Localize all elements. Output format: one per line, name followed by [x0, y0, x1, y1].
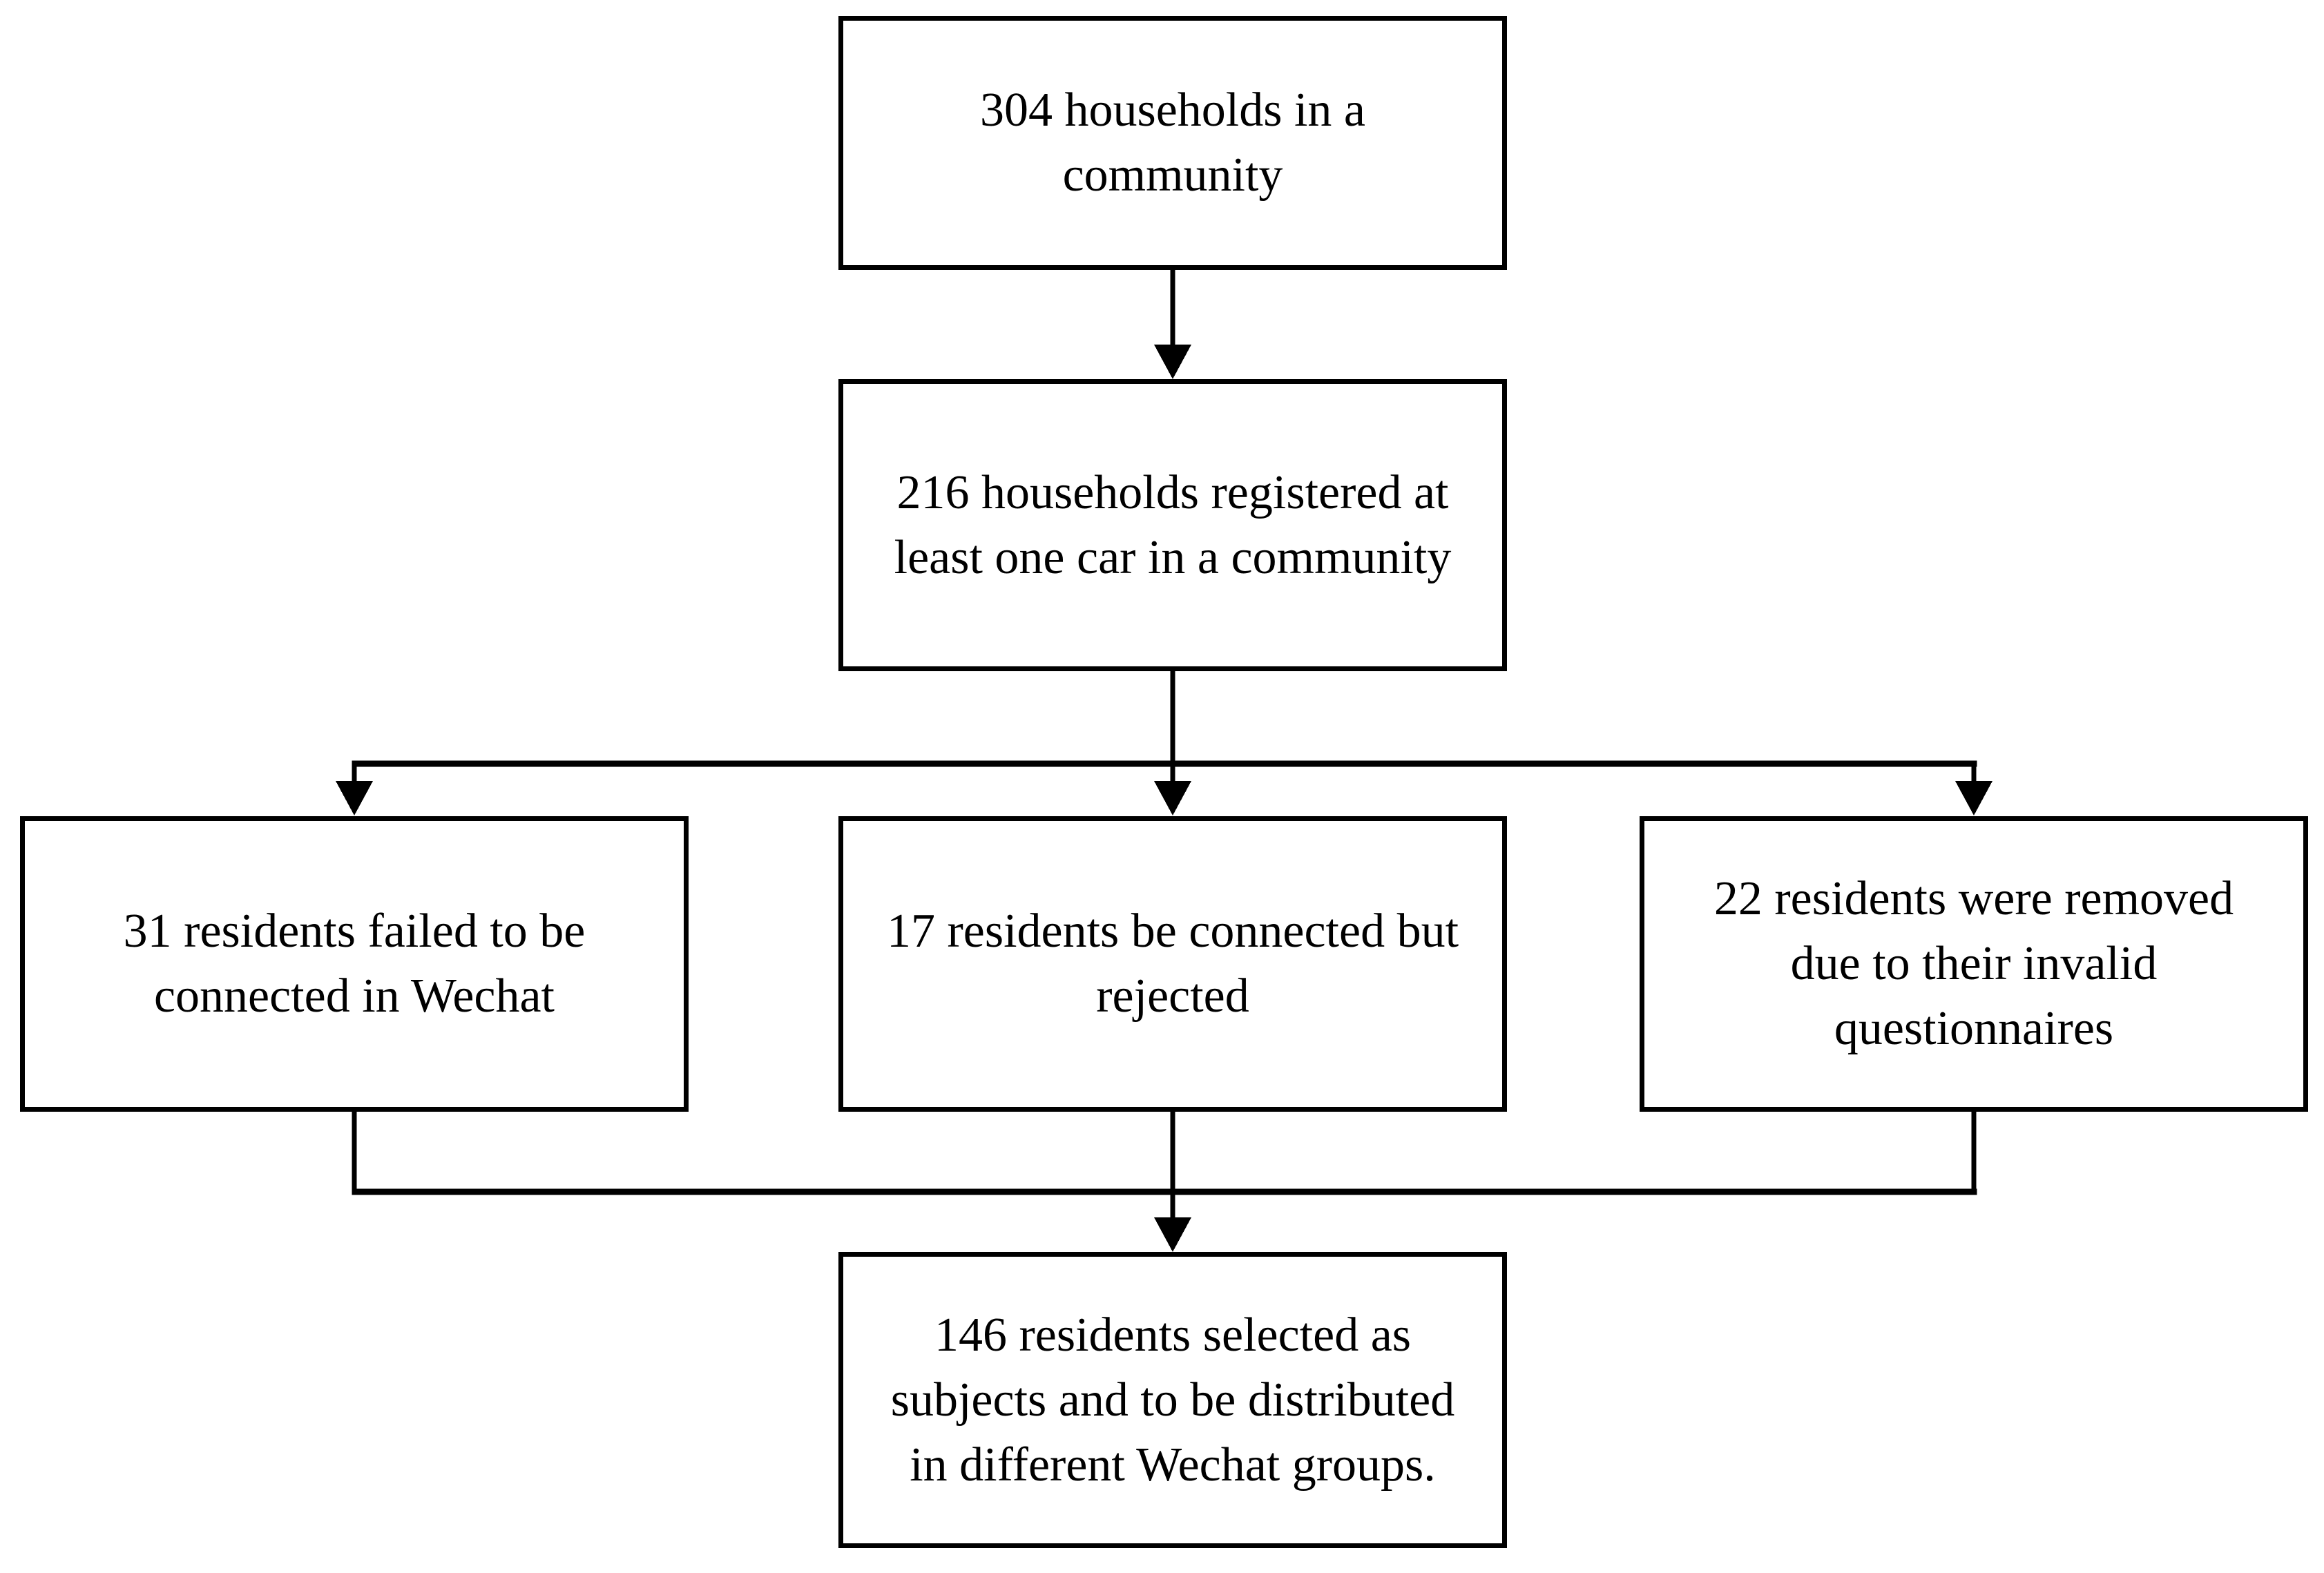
node-removed-invalid-questionnaires-text: 22 residents were removed due to their i… [1713, 872, 2234, 1055]
branch-left-arrowhead [336, 781, 373, 816]
node-selected-subjects: 146 residents selected as subjects and t… [838, 1252, 1507, 1548]
node-failed-connect-wechat: 31 residents failed to be connected in W… [20, 816, 689, 1112]
branch-right-arrowhead [1955, 781, 1992, 816]
edge-top-arrowhead [1154, 345, 1191, 379]
converge-bottom-arrowhead [1154, 1217, 1191, 1252]
node-households-total: 304 households in a community [838, 16, 1507, 270]
node-connected-but-rejected: 17 residents be connected but rejected [838, 816, 1507, 1112]
node-connected-but-rejected-text: 17 residents be connected but rejected [886, 905, 1459, 1023]
branch-center-arrowhead [1154, 781, 1191, 816]
node-removed-invalid-questionnaires: 22 residents were removed due to their i… [1640, 816, 2308, 1112]
node-households-registered-car-text: 216 households registered at least one c… [894, 465, 1452, 584]
node-households-registered-car: 216 households registered at least one c… [838, 379, 1507, 671]
node-households-total-text: 304 households in a community [979, 84, 1366, 202]
node-failed-connect-wechat-text: 31 residents failed to be connected in W… [123, 905, 586, 1023]
node-selected-subjects-text: 146 residents selected as subjects and t… [890, 1308, 1455, 1492]
